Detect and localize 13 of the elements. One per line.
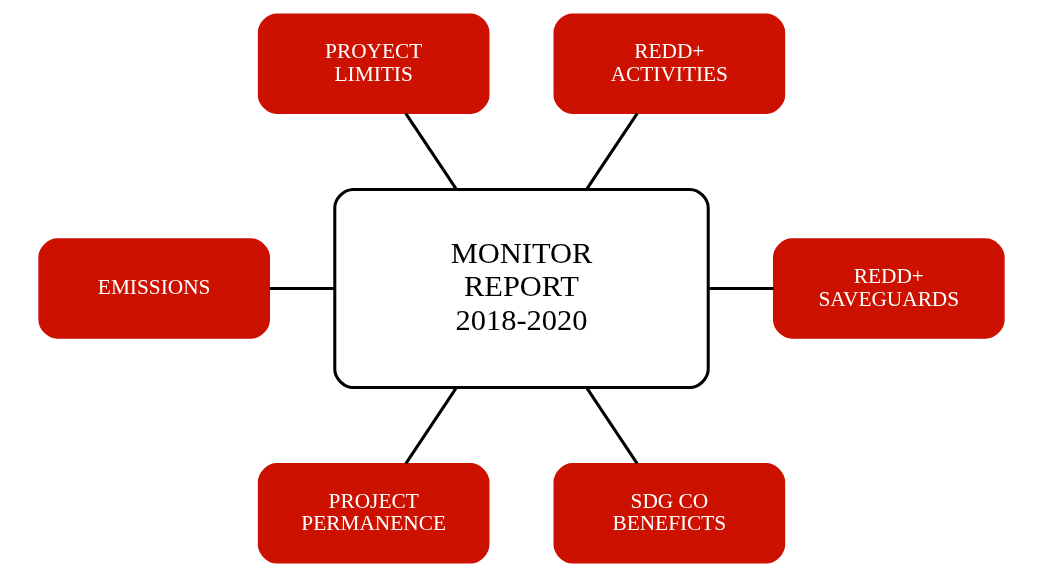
- connector: [403, 112, 458, 191]
- node-box: REDD+ SAVEGUARDS: [772, 238, 1005, 339]
- node-box: PROYECT LIMITIS: [257, 13, 489, 114]
- node-box: SDG CO BENEFICTS: [553, 463, 785, 564]
- node-box: REDD+ ACTIVITIES: [553, 13, 785, 114]
- connector: [269, 286, 335, 291]
- node-box: PROJECT PERMANENCE: [257, 463, 489, 564]
- connector: [585, 387, 638, 465]
- node-box: MONITOR REPORT 2018-2020: [332, 187, 710, 390]
- connector: [708, 286, 773, 291]
- connector: [584, 112, 639, 191]
- connector: [404, 387, 457, 465]
- node-box: EMISSIONS: [37, 238, 270, 339]
